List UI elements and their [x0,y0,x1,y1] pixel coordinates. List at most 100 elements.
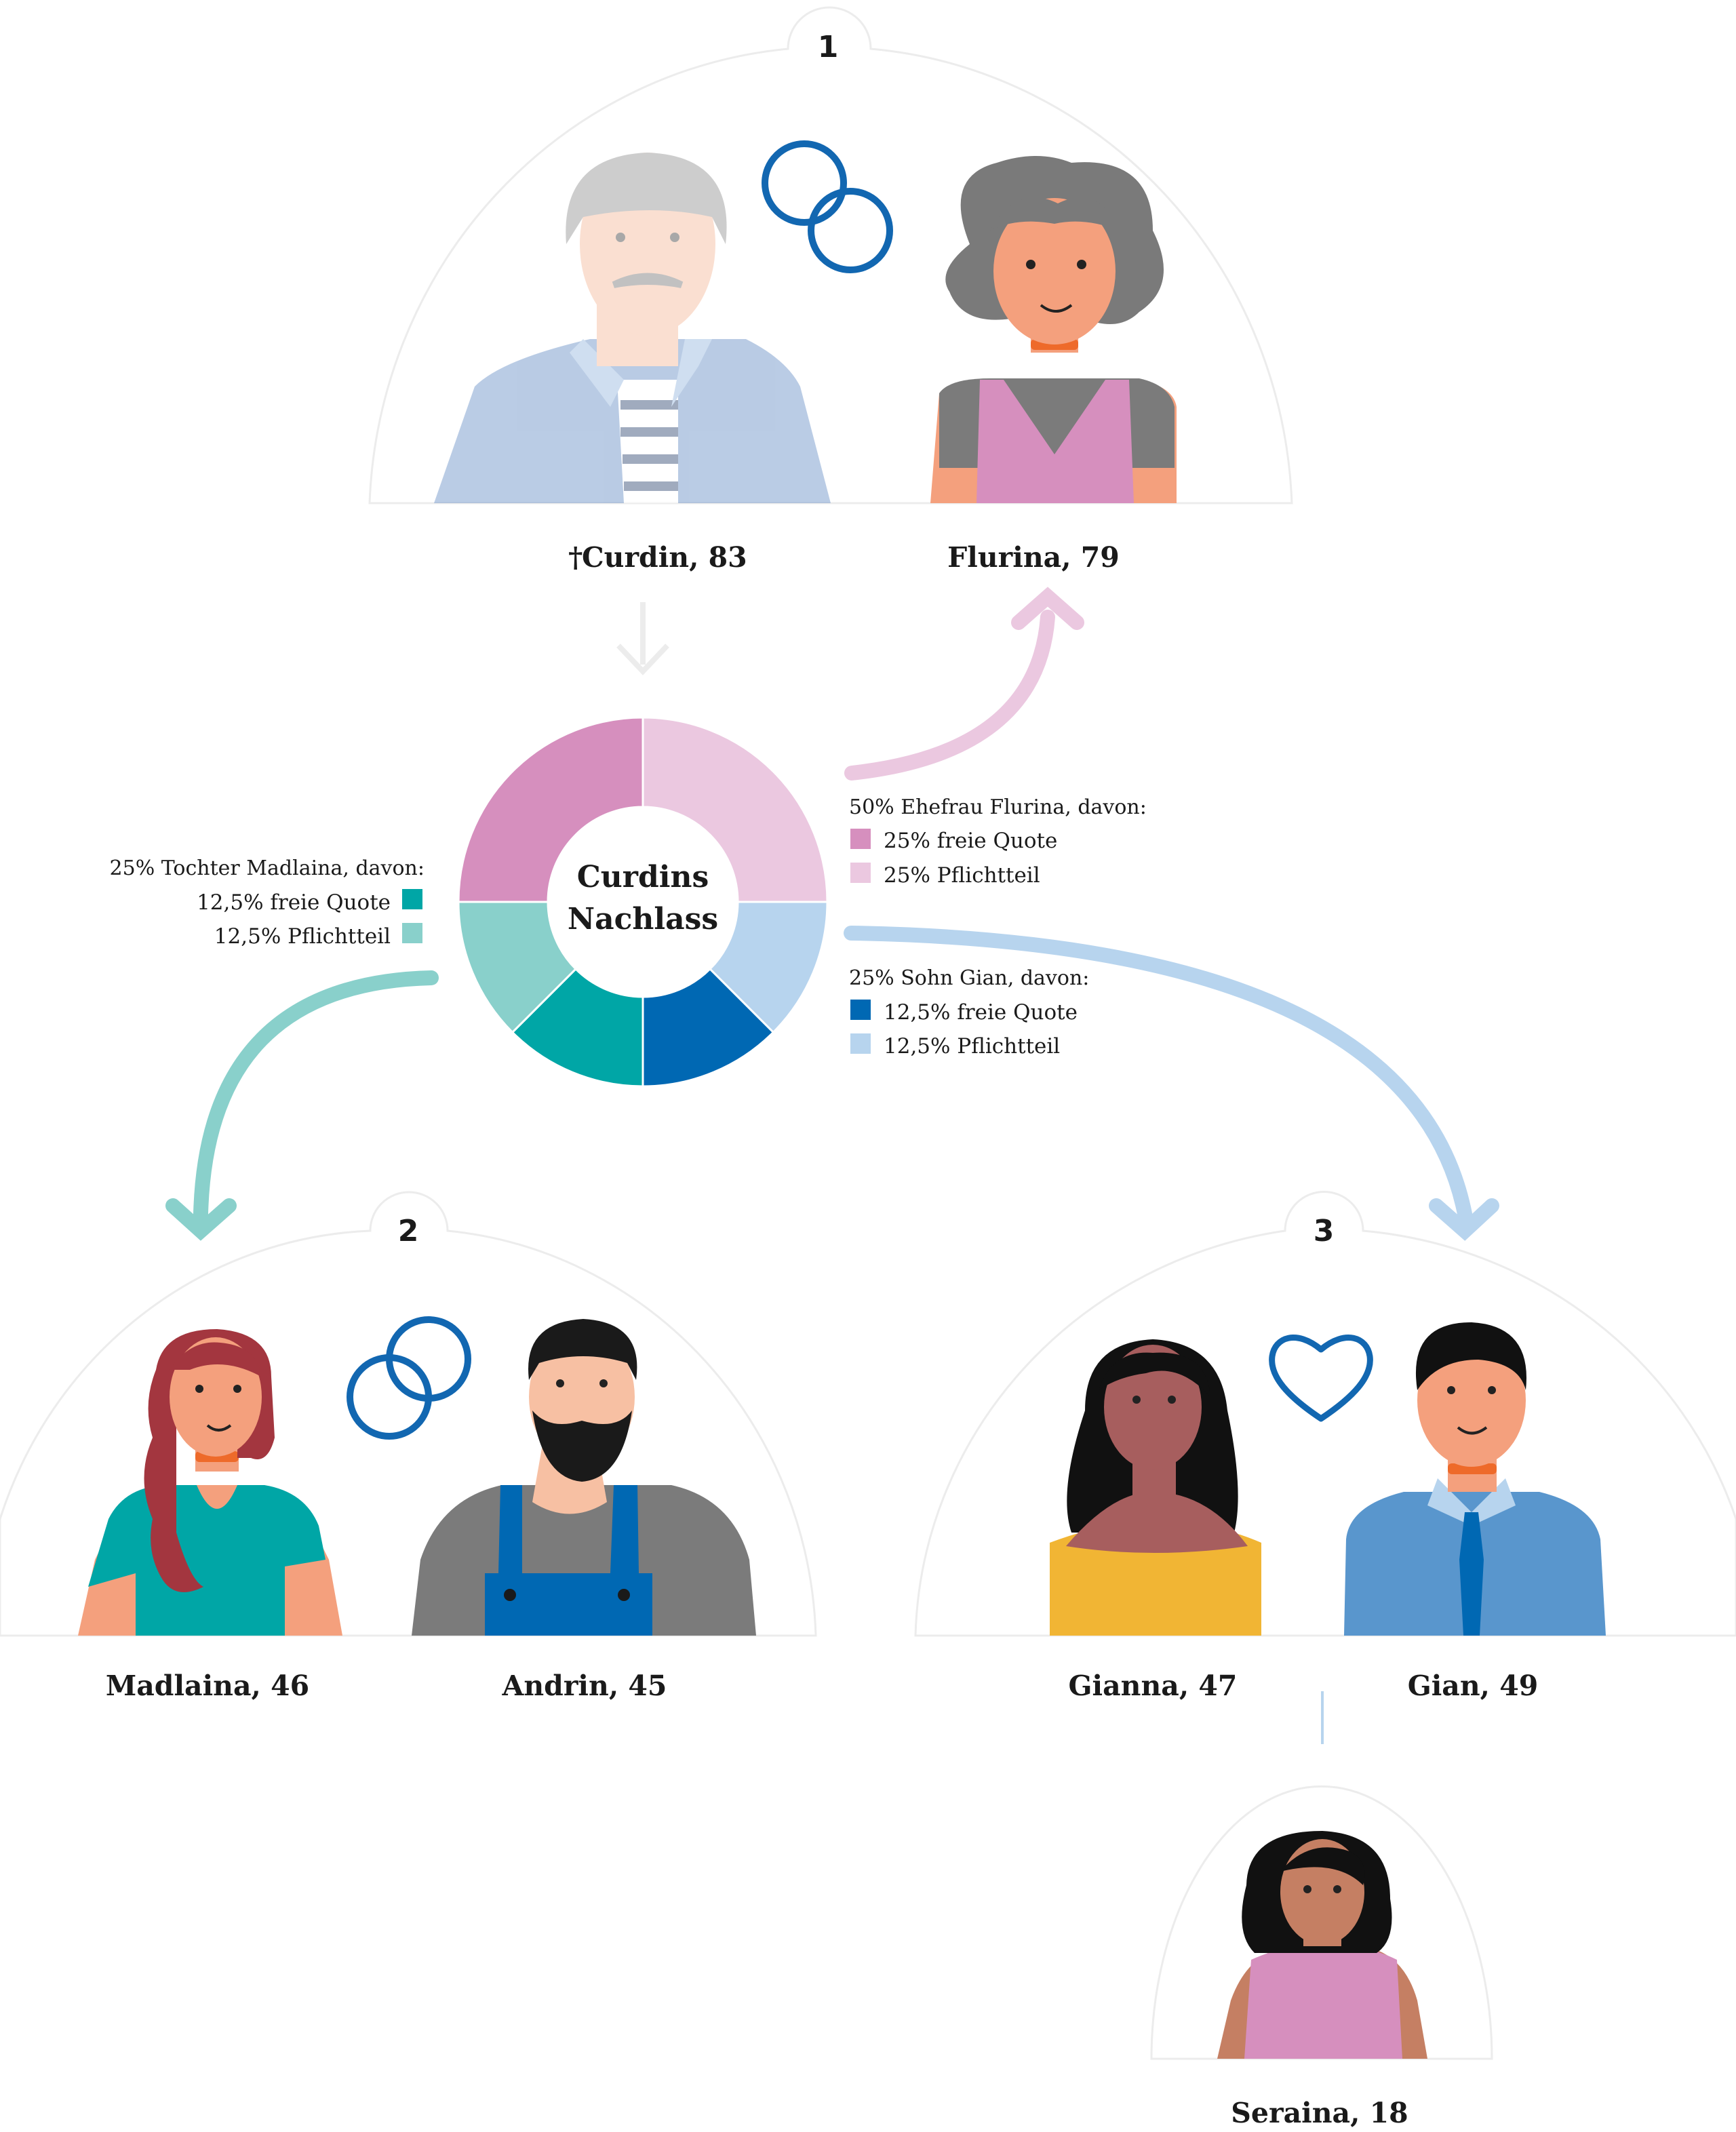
madlaina-fringe [170,1342,261,1377]
andrin-eye [556,1379,564,1387]
curdin-stripe [624,481,678,491]
gian-eye [1488,1386,1496,1394]
curdin-stripe [623,454,678,464]
seraina-fringe [1280,1847,1365,1885]
flurina-figure [930,156,1177,503]
group-3-number: 3 [1314,1214,1335,1248]
legend-swatch [850,863,871,883]
madlaina-neck-skin [197,1485,237,1509]
flurina-label: Flurina, 79 [947,541,1120,574]
group-2: 2 [0,1191,817,1702]
andrin-figure [412,1319,756,1636]
curdin-hair [566,153,727,244]
gian-tie [1459,1512,1484,1636]
legend-madlaina-title: 25% Tochter Madlaina, davon: [110,856,425,880]
gianna-label: Gianna, 47 [1069,1670,1238,1702]
group-3: 3 Gianna, 47 Gian, 49 [914,1191,1736,1744]
madlaina-mouth [206,1424,232,1432]
gian-necklace [1448,1463,1497,1474]
legend-gian-item-1: 12,5% freie Quote [884,1000,1078,1025]
gian-head [1417,1334,1526,1467]
curdin-collar [570,339,712,407]
andrin-overalls [485,1485,652,1636]
curdin-moustache [612,273,684,288]
gianna-chest [1066,1492,1248,1553]
legend-flurina-item-1: 25% freie Quote [884,829,1057,853]
arrow-curdin-to-estate [616,602,669,675]
group-1-number: 1 [818,30,839,64]
legend-madlaina-item-1: 12,5% freie Quote [197,890,391,915]
wedding-rings-icon [347,1316,471,1440]
flurina-dress [976,380,1134,503]
arrow-to-madlaina [165,970,439,1241]
seraina-eye [1303,1885,1311,1893]
andrin-label: Andrin, 45 [502,1670,667,1702]
legend-flurina: 50% Ehefrau Flurina, davon: 25% freie Qu… [849,795,1147,888]
legend-swatch [850,1000,871,1020]
gianna-top [1050,1524,1261,1636]
estate-center-line2: Nachlass [568,902,718,936]
group-2-number: 2 [398,1214,419,1248]
arrow-to-flurina [844,587,1084,781]
gianna-hair-front [1099,1352,1210,1397]
gian-eye [1447,1386,1455,1394]
curdin-eye [616,233,625,242]
curdin-stripes-base [617,380,678,503]
legend-madlaina-item-2: 12,5% Pflichtteil [214,924,391,949]
heart-icon [1269,1335,1373,1422]
legend-swatch [850,829,871,849]
seraina-top [1244,1946,1402,2059]
andrin-beard [532,1410,632,1482]
gian-mouth [1457,1426,1488,1435]
donut-slice-1 [642,716,829,903]
andrin-button [504,1589,516,1601]
legend-swatch [402,889,422,909]
curdin-label: Curdin, 83 [582,541,747,574]
wedding-rings-icon [762,140,893,273]
legend-gian-item-2: 12,5% Pflichtteil [884,1034,1060,1059]
flurina-head [993,198,1116,344]
madlaina-eye [195,1385,203,1393]
arrow-to-gian [844,926,1499,1241]
madlaina-eye [233,1385,241,1393]
seraina-figure [1217,1831,1427,2059]
madlaina-label: Madlaina, 46 [106,1670,309,1702]
gian-figure [1344,1322,1606,1636]
curdin-figure [434,153,831,503]
gianna-figure [1050,1339,1261,1636]
legend-flurina-title: 50% Ehefrau Flurina, davon: [849,795,1147,819]
estate-center-line1: Curdins [577,860,709,894]
estate-donut-chart [457,716,829,1088]
group-seraina: Seraina, 18 [1150,1785,1493,2129]
gian-hair [1415,1322,1526,1390]
flurina-eye [1077,260,1086,269]
curdin-head [580,153,715,336]
curdin-stripe [620,427,678,437]
curdin-eye [670,233,679,242]
madlaina-top [88,1485,326,1636]
seraina-eye [1333,1885,1341,1893]
andrin-eye [599,1379,608,1387]
legend-madlaina: 25% Tochter Madlaina, davon: 12,5% freie… [110,856,425,949]
legend-flurina-item-2: 25% Pflichtteil [884,863,1040,888]
gianna-eye [1132,1396,1141,1404]
group-1: 1 [368,6,1293,574]
curdin-shirt [434,339,831,503]
gian-label: Gian, 49 [1408,1670,1539,1702]
legend-swatch [850,1033,871,1054]
legend-gian-title: 25% Sohn Gian, davon: [849,966,1089,990]
andrin-hair [528,1319,637,1380]
flurina-bangs [990,197,1119,231]
flurina-mouth [1040,304,1073,313]
donut-slice-6 [457,716,644,903]
madlaina-figure [78,1329,342,1636]
legend-swatch [402,923,422,943]
flurina-eye [1026,260,1035,269]
curdin-stripe [620,400,678,410]
gianna-eye [1168,1396,1176,1404]
legend-gian: 25% Sohn Gian, davon: 12,5% freie Quote … [849,966,1089,1059]
andrin-button [618,1589,630,1601]
curdin-cross: † [568,541,583,574]
curdin-neck [597,292,678,366]
